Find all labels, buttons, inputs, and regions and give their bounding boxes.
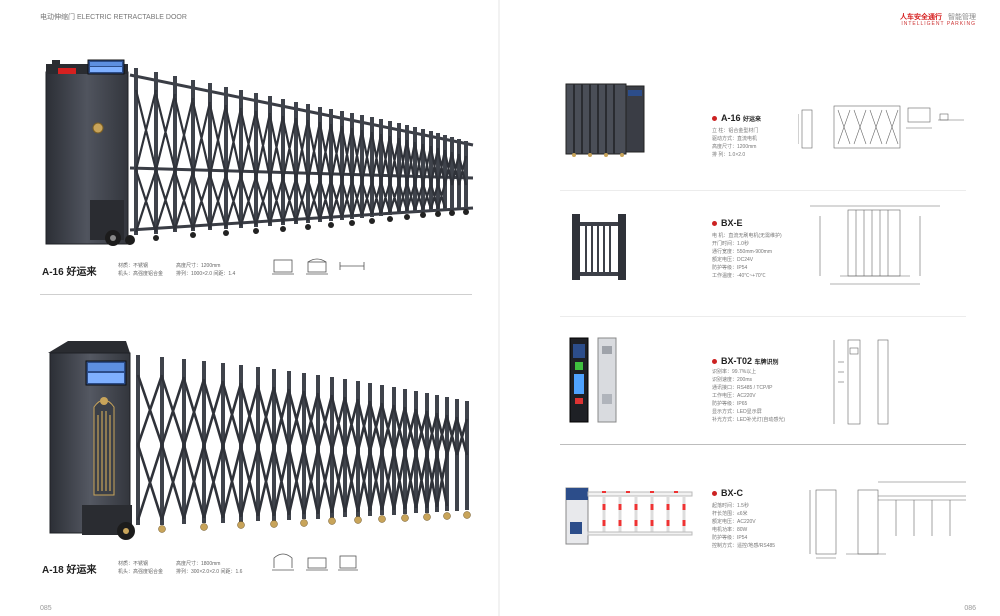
left-page-divider: [40, 294, 472, 295]
spec-a16-a0: 材质：不锈钢: [118, 263, 149, 269]
spec-line: 高度尺寸：1200mm: [712, 144, 757, 150]
spec-a16-b0: 高度尺寸：1200mm: [176, 263, 221, 269]
gate-a16-image: [45, 59, 474, 246]
page-number-right: 086: [964, 605, 976, 612]
spec-line: 识别速度：200ms: [712, 377, 753, 383]
item-a16-name: A-16 好运来: [712, 113, 761, 123]
item-a16-model: A-16: [721, 113, 741, 123]
right-divider-1: [560, 190, 966, 191]
spec-line: 排 列：1.0×2.0: [712, 152, 746, 158]
spec-line: 开门时间：1.0秒: [712, 241, 749, 247]
gate-a18-image: [48, 341, 471, 540]
item-a16-photo: [565, 83, 645, 157]
page-header-tag: 智能管理: [948, 14, 976, 21]
item-bxe-photo: [572, 214, 626, 280]
page-header-slogan: 人车安全通行: [900, 14, 942, 21]
item-bxt02-name: BX-T02 车牌识别: [712, 356, 779, 366]
spec-line: 通行宽度：550mm-900mm: [712, 249, 773, 255]
item-a16-suffix: 好运来: [743, 117, 762, 123]
page-header-left: 电动伸缩门 ELECTRIC RETRACTABLE DOOR: [40, 14, 187, 21]
item-bxe-specs: 电 机：直流无刷电机(无需维护) 开门时间：1.0秒 通行宽度：550mm-90…: [712, 232, 782, 280]
item-bxt02-model: BX-T02: [721, 356, 753, 366]
spec-line: 补光方式：LED补光灯(自动感光): [712, 417, 786, 423]
item-bxt02-drawing: [833, 339, 889, 425]
spec-line: 驱动方式：直流电机: [712, 136, 758, 142]
item-a16-drawings: [798, 105, 964, 149]
spec-line: 工作温度：-40℃~+70℃: [712, 273, 766, 279]
item-bxc-model: BX-C: [721, 488, 743, 498]
bullet-icon: [712, 221, 717, 227]
spec-a18-a0: 材质：不锈钢: [118, 561, 149, 567]
spec-line: 杆长范围：≤6米: [712, 511, 748, 517]
spec-line: 识别率：99.7%以上: [712, 369, 757, 375]
spec-line: 额定电压：AC220V: [712, 519, 756, 525]
spec-line: 显示方式：LED显示屏: [712, 409, 762, 415]
item-bxt02-suffix: 车牌识别: [754, 360, 779, 366]
item-bxt02-specs: 识别率：99.7%以上 识别速度：200ms 通讯接口：RS485 / TCP/…: [712, 368, 785, 424]
right-divider-2: [560, 316, 966, 317]
item-bxc-drawing: [809, 481, 966, 559]
spec-a16-b1: 排列：1000×2.0 间距：1.4: [176, 271, 236, 277]
item-a16-specs: 立 柱：铝合金型材门 驱动方式：直流电机 高度尺寸：1200mm 排 列：1.0…: [712, 127, 758, 159]
spec-a18-a1: 机头：高强度铝合金: [118, 569, 164, 575]
item-bxc-specs: 起落时间：1.5秒 杆长范围：≤6米 额定电压：AC220V 电机功率：80W …: [712, 502, 775, 550]
bullet-icon: [712, 491, 717, 497]
item-bxc-name: BX-C: [712, 488, 743, 498]
spec-line: 额定电压：DC24V: [712, 257, 754, 263]
spec-line: 防护等级：IP54: [712, 265, 748, 271]
a18-mini-diagrams: [272, 553, 358, 571]
spec-a18-b0: 高度尺寸：1800mm: [176, 561, 221, 567]
spec-line: 防护等级：IP65: [712, 401, 748, 407]
item-bxe-model: BX-E: [721, 218, 743, 228]
spec-line: 电机功率：80W: [712, 527, 748, 533]
spec-line: 电 机：直流无刷电机(无需维护): [712, 233, 782, 239]
page-number-left: 085: [40, 605, 52, 612]
spec-line: 起落时间：1.5秒: [712, 503, 749, 509]
spec-line: 通讯接口：RS485 / TCP/IP: [712, 385, 773, 391]
item-bxt02-photo: [569, 337, 617, 423]
spec-line: 立 柱：铝合金型材门: [712, 128, 759, 134]
spec-line: 工作电压：AC220V: [712, 393, 756, 399]
spec-line: 防护等级：IP54: [712, 535, 748, 541]
right-divider-3: [560, 444, 966, 445]
spec-a16-a1: 机头：高强度铝合金: [118, 271, 164, 277]
book-spine: [498, 0, 500, 616]
spec-a18-b1: 排列：300×2.0×2.0 间距：1.6: [176, 569, 243, 575]
bullet-icon: [712, 359, 717, 365]
item-bxe-drawing: [810, 205, 940, 285]
item-bxc-photo: [565, 487, 693, 545]
page-header-sub: INTELLIGENT PARKING: [901, 21, 976, 27]
product-name-a16: A-16 好运来: [42, 267, 97, 278]
product-name-a18: A-18 好运来: [42, 565, 97, 576]
item-bxe-name: BX-E: [712, 218, 743, 228]
spec-line: 控制方式：遥控/地感/RS485: [712, 543, 776, 549]
a16-mini-diagrams: [272, 258, 365, 275]
bullet-icon: [712, 116, 717, 122]
